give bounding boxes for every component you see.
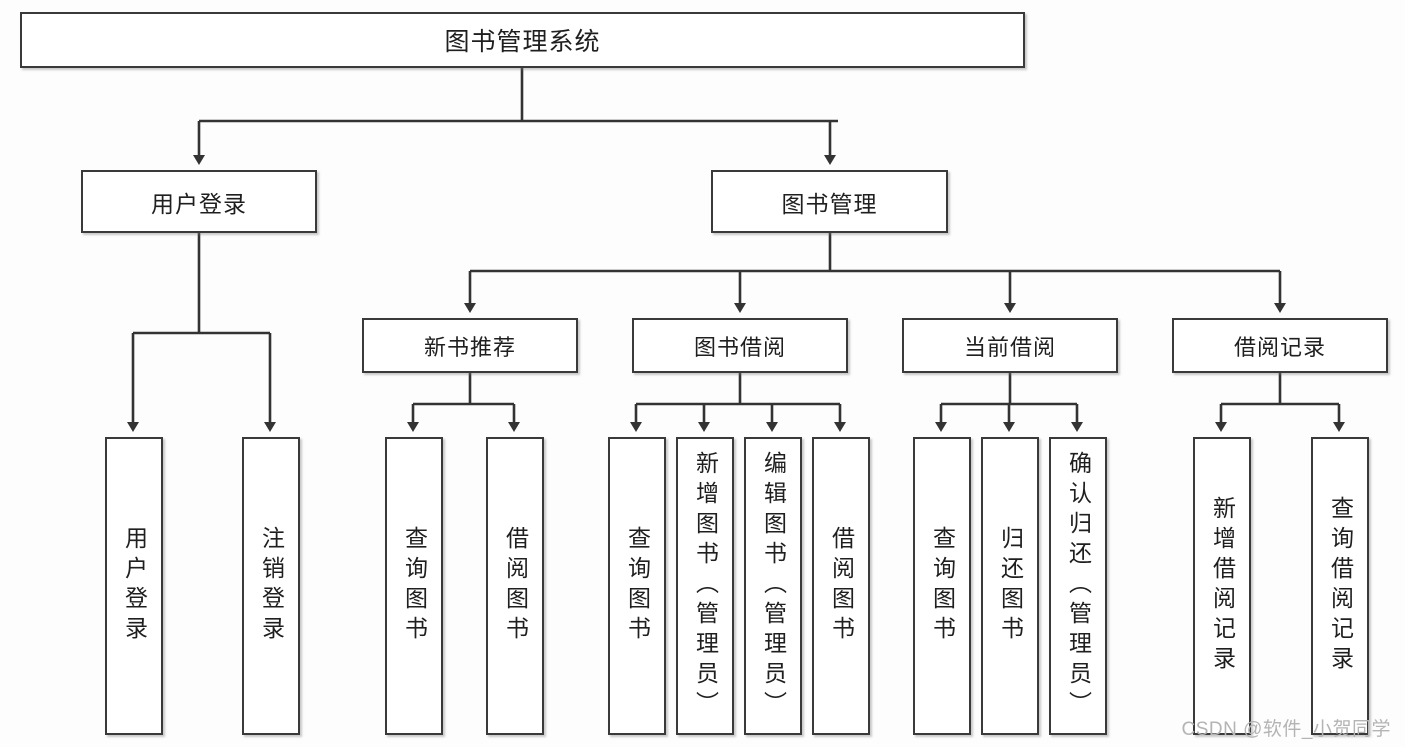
leaf-label: 用户登录 (121, 526, 148, 646)
leaf-label: 借阅图书 (502, 526, 529, 646)
leaf-label: 归还图书 (997, 526, 1024, 646)
leaf-current-confirm-return[interactable]: 确认归还（管理员） (1049, 437, 1107, 735)
leaf-user-login-login[interactable]: 用户登录 (105, 437, 163, 735)
node-book-borrow[interactable]: 图书借阅 (632, 318, 848, 373)
leaf-label: 查询图书 (401, 526, 428, 646)
leaf-label: 借阅图书 (828, 526, 855, 646)
leaf-label: 编辑图书（管理员） (760, 451, 787, 721)
leaf-label: 新增图书（管理员） (692, 451, 719, 721)
leaf-label: 注销登录 (258, 526, 285, 646)
leaf-borrow-add-book[interactable]: 新增图书（管理员） (676, 437, 734, 735)
leaf-label: 查询图书 (624, 526, 651, 646)
leaf-label: 确认归还（管理员） (1065, 451, 1092, 721)
leaf-new-book-query[interactable]: 查询图书 (385, 437, 443, 735)
watermark-text: CSDN @软件_小贺同学 (1181, 719, 1391, 740)
leaf-record-add[interactable]: 新增借阅记录 (1193, 437, 1251, 735)
leaf-label: 查询图书 (929, 526, 956, 646)
leaf-record-query[interactable]: 查询借阅记录 (1311, 437, 1369, 735)
leaf-user-login-logout[interactable]: 注销登录 (242, 437, 300, 735)
node-root[interactable]: 图书管理系统 (20, 12, 1025, 68)
node-new-book-recommend-label: 新书推荐 (423, 334, 516, 360)
node-user-login[interactable]: 用户登录 (81, 170, 317, 233)
leaf-label: 查询借阅记录 (1327, 496, 1354, 676)
leaf-current-return-book[interactable]: 归还图书 (981, 437, 1039, 735)
node-book-borrow-label: 图书借阅 (693, 334, 786, 360)
node-borrow-record[interactable]: 借阅记录 (1172, 318, 1388, 373)
leaf-borrow-edit-book[interactable]: 编辑图书（管理员） (744, 437, 802, 735)
node-user-login-label: 用户登录 (151, 190, 247, 217)
leaf-current-query-book[interactable]: 查询图书 (913, 437, 971, 735)
node-borrow-record-label: 借阅记录 (1233, 334, 1326, 360)
node-new-book-recommend[interactable]: 新书推荐 (362, 318, 578, 373)
leaf-label: 新增借阅记录 (1209, 496, 1236, 676)
leaf-new-book-borrow[interactable]: 借阅图书 (486, 437, 544, 735)
leaf-borrow-query-book[interactable]: 查询图书 (608, 437, 666, 735)
node-current-borrow-label: 当前借阅 (963, 334, 1056, 360)
node-book-manage-label: 图书管理 (781, 190, 878, 217)
node-current-borrow[interactable]: 当前借阅 (902, 318, 1118, 373)
leaf-borrow-borrow-book[interactable]: 借阅图书 (812, 437, 870, 735)
node-root-label: 图书管理系统 (444, 28, 601, 56)
node-book-manage[interactable]: 图书管理 (711, 170, 948, 233)
